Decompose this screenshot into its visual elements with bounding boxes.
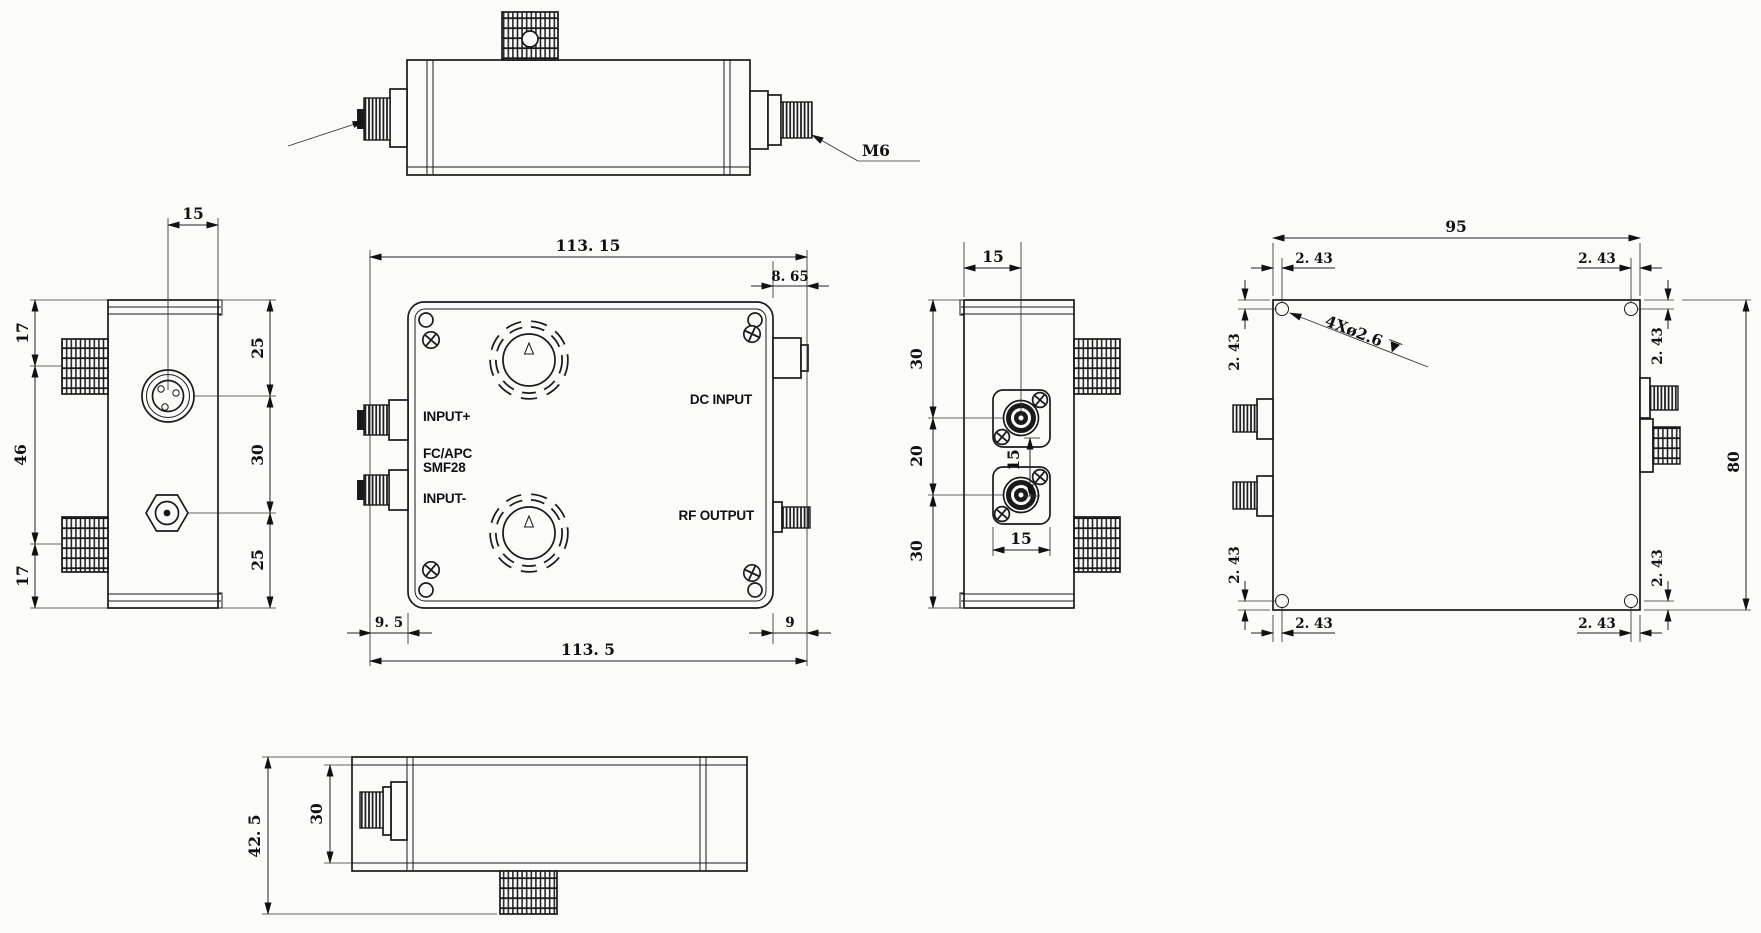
fc-stud-upper [1232,398,1274,440]
dc-stud-right [1639,418,1681,473]
view-right: 15 30 20 30 15 15 [907,242,1121,609]
label-input-minus: INPUT- [423,491,466,506]
fc-connector-input-minus [357,469,409,511]
view-back: 95 2. 43 2. 43 4Xø2.6 2. 43 [1227,217,1751,642]
knurled-connector-lower [1073,516,1121,573]
view-front: INPUT+ FC/APC SMF28 INPUT- DC INPUT RF O… [347,236,831,666]
dim-15: 15 [182,204,204,223]
dim-17-bottom: 17 [13,565,32,587]
label-fc-apc: FC/APC [423,446,473,461]
rf-output-connector [772,501,811,533]
left-view-dimensions: 15 17 46 17 25 30 25 [11,204,276,609]
bias-knob-lower[interactable] [489,493,569,573]
label-rf-output: RF OUTPUT [679,508,755,523]
fc-flange-lower [992,466,1051,525]
corner-hole-tr [747,312,763,328]
dim-25-bottom: 25 [248,549,267,571]
dim-2-43-bl-v: 2. 43 [1227,546,1243,584]
dim-2-43-tr-h: 2. 43 [1578,251,1616,267]
dim-30: 30 [248,444,267,466]
right-view-dimensions: 15 30 20 30 15 15 [907,242,1051,609]
corner-hole-br [747,582,763,598]
bias-knob-upper[interactable] [489,320,569,400]
knurled-connector-lower [61,516,109,573]
panel-screws [421,324,762,583]
adjustment-knob-bottom [499,870,558,915]
fc-flange-upper [992,389,1051,448]
view-bottom: 42. 5 30 [245,756,748,915]
view-left: 15 17 46 17 25 30 25 [11,204,276,609]
adjustment-knob-top [501,11,559,61]
m6-thread-callout: M6 [862,141,890,160]
dim-17-top: 17 [13,322,32,344]
dim-2-43-br-h: 2. 43 [1578,616,1616,632]
depth-symbol-triangle [1390,341,1401,353]
dim-25-top: 25 [248,337,267,359]
dim-30-body: 30 [307,803,326,825]
dim-2-43-bl-h: 2. 43 [1295,616,1333,632]
fc-stud-lower [1232,475,1274,517]
fiber-connector-bottom-left [359,781,408,841]
dc-input-connector [772,337,809,379]
dim-95: 95 [1445,217,1467,236]
knob-hole [521,30,539,48]
dim-113-5: 113. 5 [561,640,615,659]
leader-line-left [287,120,365,147]
bottom-view-dimensions: 42. 5 30 [245,756,497,915]
fc-connector-input-plus [357,399,409,441]
hole-callout-leader [1289,312,1429,368]
dim-15-flange-width: 15 [1010,529,1032,548]
label-smf28: SMF28 [423,460,466,475]
dim-2-43-tr-v: 2. 43 [1650,327,1666,365]
dim-42-5: 42. 5 [245,814,264,857]
dim-2-43-tl-v: 2. 43 [1227,333,1243,371]
label-dc-input: DC INPUT [690,392,753,407]
corner-hole-tl [418,312,434,328]
dim-80: 80 [1724,451,1743,473]
dim-46: 46 [11,444,30,466]
corner-hole-bl [418,582,434,598]
dim-2-43-tl-h: 2. 43 [1295,251,1333,267]
depth-symbol-icon [1389,339,1403,346]
dim-8-65: 8. 65 [771,269,809,285]
dim-20: 20 [907,445,926,467]
back-view-dimensions: 95 2. 43 2. 43 4Xø2.6 2. 43 [1227,217,1751,642]
dim-9: 9 [785,615,794,631]
rf-hex-connector [145,494,189,532]
dim-2-43-br-v: 2. 43 [1650,549,1666,587]
mount-hole-br [1624,594,1638,608]
dim-113-15: 113. 15 [556,236,621,255]
front-view-dimensions: 113. 15 8. 65 9. 5 9 113. 5 [347,236,831,666]
dim-30-top: 30 [907,348,926,370]
dim-15-flange-height: 15 [1004,449,1023,471]
dim-15-top: 15 [982,247,1004,266]
rf-connector-top-right [749,90,813,150]
rf-stud-right [1639,377,1679,419]
knurled-connector-upper [61,338,109,395]
fiber-connector-top-left [357,88,408,148]
leader-line-m6 [811,134,859,162]
label-input-plus: INPUT+ [423,409,471,424]
view-top: M6 [287,11,920,176]
knurled-connector-upper [1073,338,1121,395]
dim-30-bottom: 30 [907,540,926,562]
dim-9-5: 9. 5 [375,615,403,631]
